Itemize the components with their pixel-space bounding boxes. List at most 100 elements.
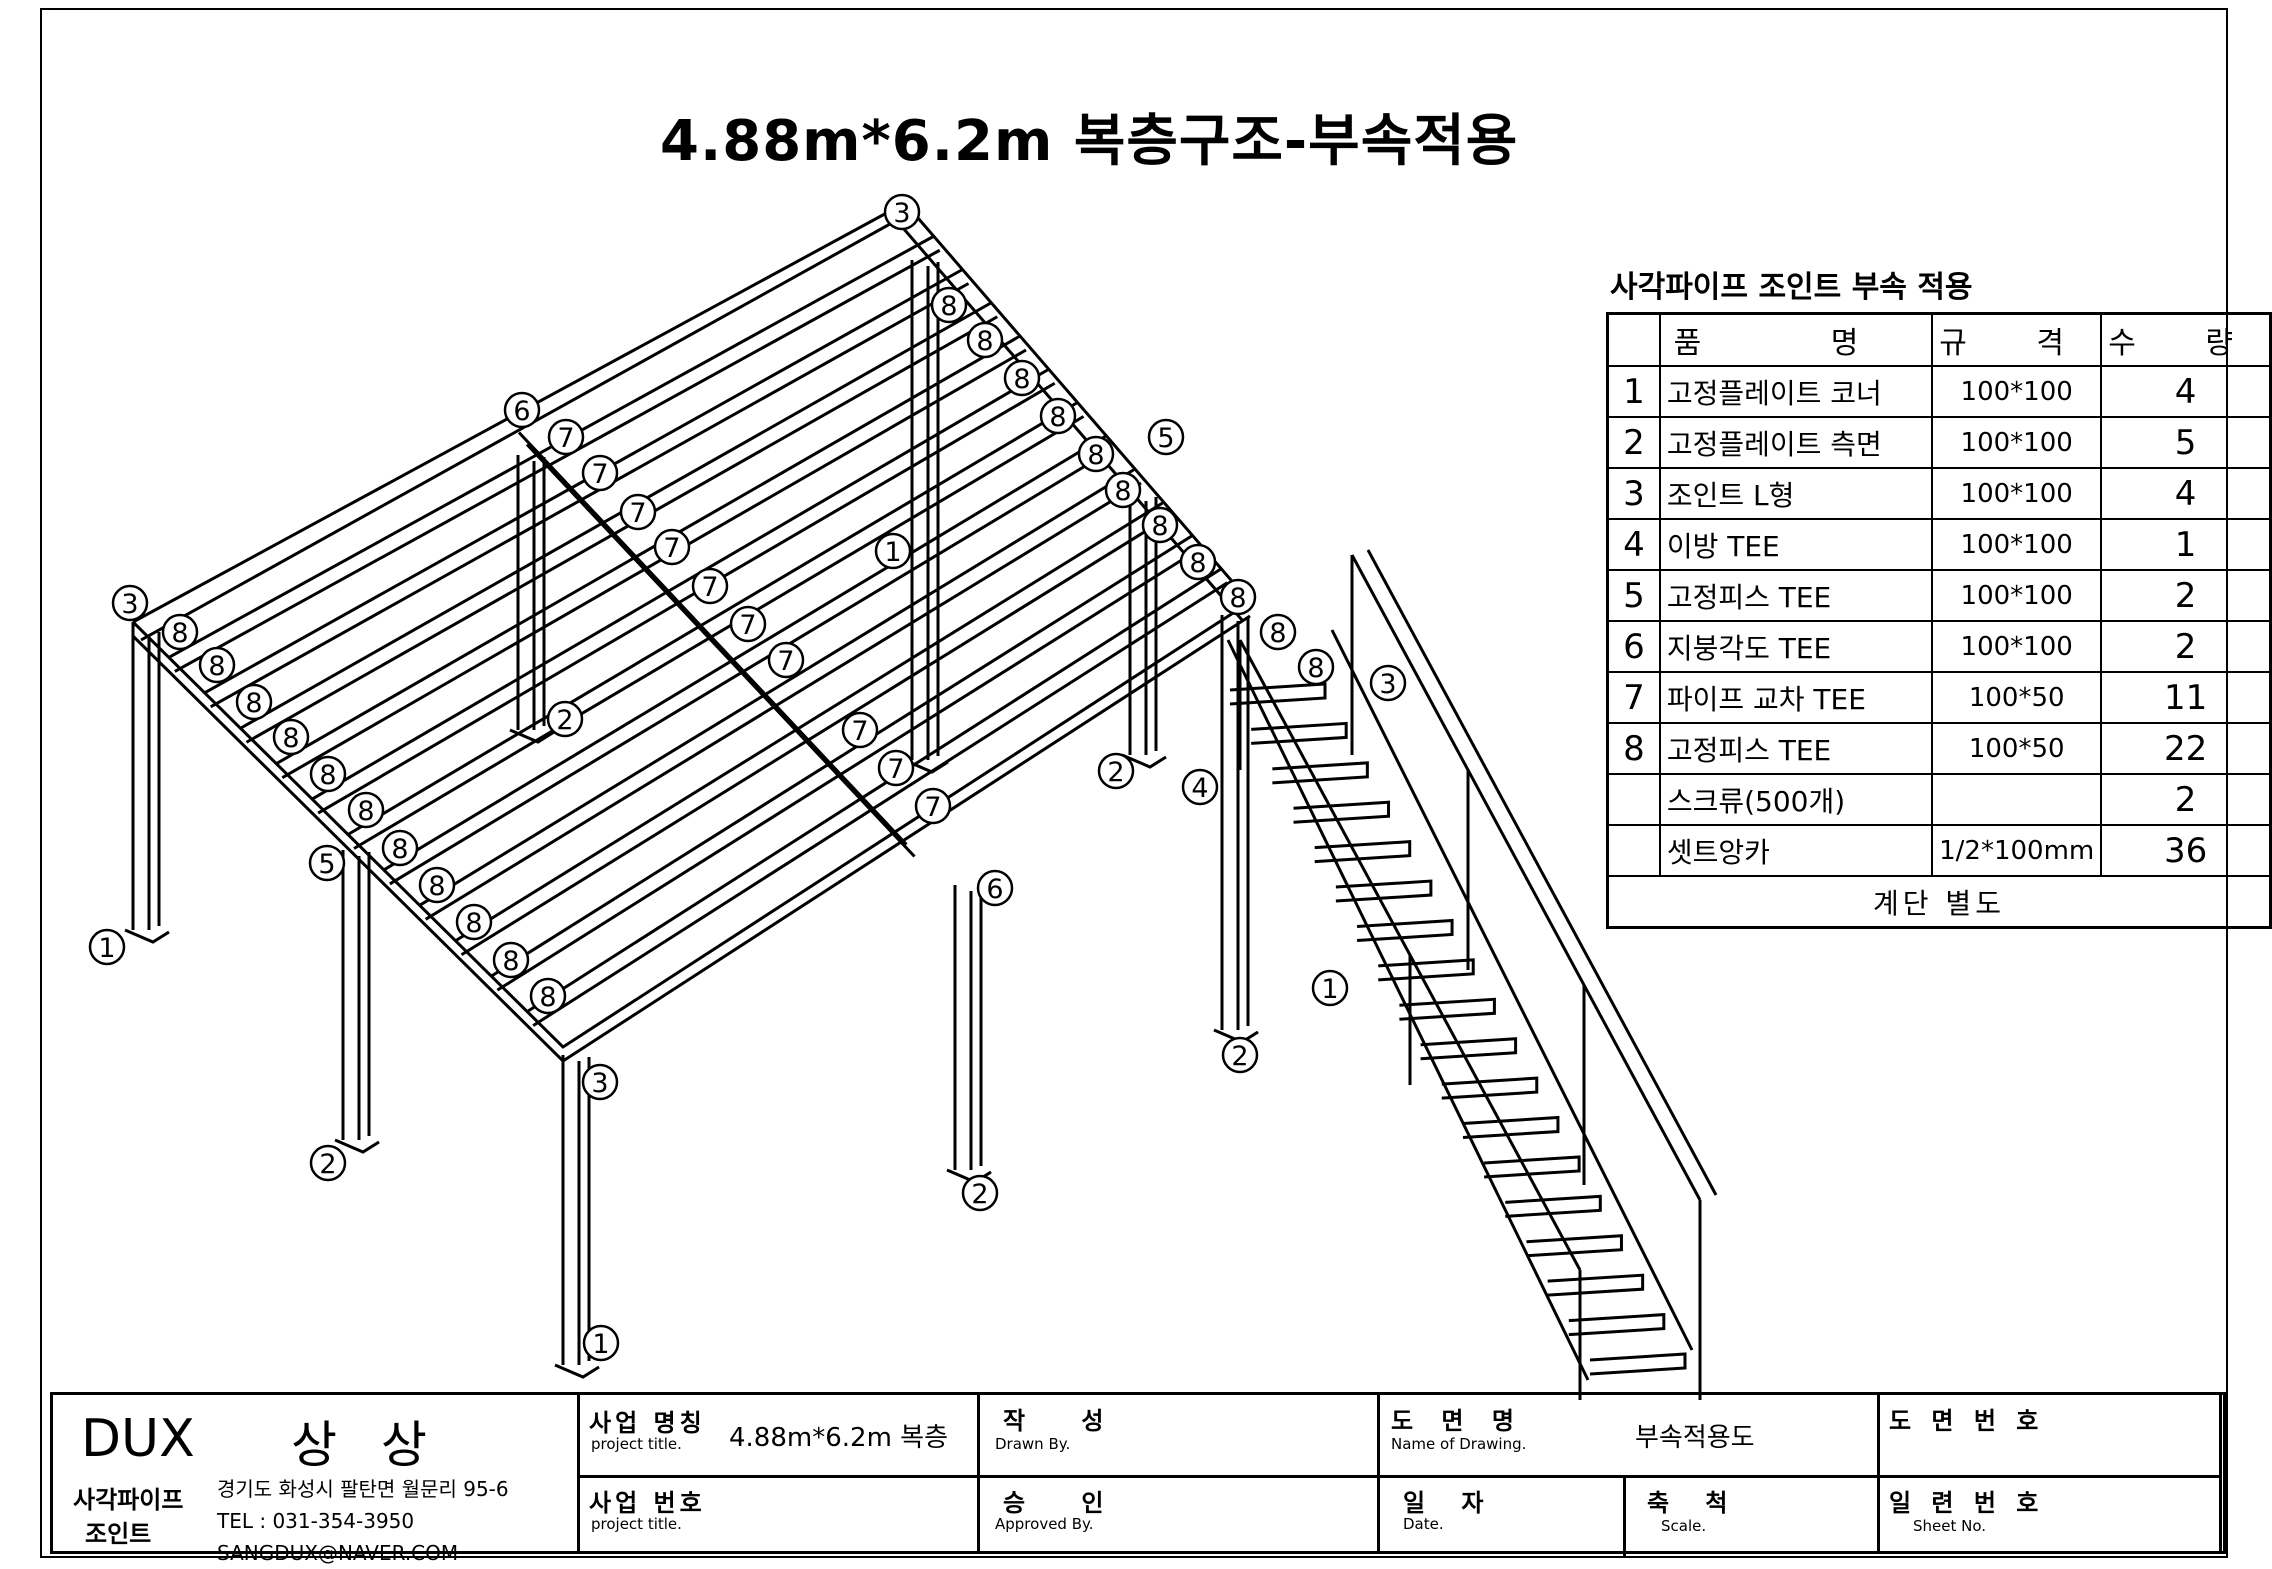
callout-marker: 8 <box>381 829 419 867</box>
base-plate <box>1121 753 1167 769</box>
callout-circle <box>1003 359 1041 397</box>
joist <box>239 301 992 730</box>
callout-circle <box>88 928 126 966</box>
bom-item-qty: 2 <box>2100 620 2272 673</box>
callout-marker: 8 <box>309 755 347 793</box>
stair-tread <box>1441 1076 1539 1100</box>
callout-marker: 1 <box>88 928 126 966</box>
callout-marker: 8 <box>529 977 567 1015</box>
callout-number: 3 <box>591 1068 608 1099</box>
callout-circle <box>529 977 567 1015</box>
callout-circle <box>235 683 273 721</box>
joist <box>203 268 964 695</box>
joist-edge <box>245 315 998 744</box>
callout-marker: 7 <box>841 711 879 749</box>
callout-circle <box>1259 613 1297 651</box>
callout-number: 8 <box>1307 653 1324 684</box>
callout-number: 8 <box>1114 476 1131 507</box>
callout-marker: 8 <box>455 903 493 941</box>
callout-marker: 1 <box>874 532 912 570</box>
bom-item-no <box>1606 824 1661 877</box>
callout-circle <box>1297 648 1335 686</box>
bom-item-spec: 1/2*100mm <box>1931 824 2103 877</box>
bom-header-row: 품 명 규 격 수 량 <box>1606 312 2272 367</box>
callout-number: 7 <box>851 716 868 747</box>
callout-marker: 7 <box>877 749 915 787</box>
stair-tread <box>1568 1312 1666 1337</box>
callout-circle <box>930 286 968 324</box>
joist <box>418 467 1136 907</box>
project-name-value: 4.88m*6.2m 복층 <box>729 1423 948 1453</box>
bom-item-spec: 100*100 <box>1931 365 2103 418</box>
stair-tread <box>1335 879 1433 903</box>
callout-marker: 5 <box>308 844 346 882</box>
callout-number: 1 <box>1321 974 1338 1005</box>
callout-marker: 8 <box>198 646 236 684</box>
approved-sub: Approved By. <box>995 1515 1094 1533</box>
bom-item-no: 8 <box>1606 722 1661 775</box>
divider <box>577 1395 580 1551</box>
callout-number: 8 <box>502 946 519 977</box>
perimeter-beam-top <box>131 201 1253 1049</box>
callout-circle <box>347 791 385 829</box>
callout-number: 7 <box>629 498 646 529</box>
joist-edge <box>460 514 1171 957</box>
callout-circle <box>1179 543 1217 581</box>
callout-marker: 5 <box>1147 418 1185 456</box>
callout-circle <box>653 528 691 566</box>
drawing-no-label: 도 면 번 호 <box>1889 1407 2045 1435</box>
callout-number: 2 <box>1231 1041 1248 1072</box>
bom-row: 스크류(500개)2 <box>1606 773 2272 826</box>
scale-sub: Scale. <box>1661 1517 1707 1535</box>
callout-number: 7 <box>591 459 608 490</box>
callout-number: 6 <box>986 874 1003 905</box>
callout-marker: 3 <box>581 1063 619 1101</box>
callout-number: 2 <box>971 1179 988 1210</box>
bom-header-no <box>1606 312 1661 367</box>
drawing-name-label: 도 면 명 <box>1391 1407 1524 1435</box>
callout-marker: 7 <box>914 787 952 825</box>
callout-circle <box>581 1063 619 1101</box>
company-tel: TEL : 031-354-3950 <box>217 1509 415 1533</box>
bom-item-name: 지붕각도 TEE <box>1658 620 1934 673</box>
stair-tread <box>1314 840 1412 864</box>
callout-number: 8 <box>357 796 374 827</box>
stair-tread <box>1378 958 1475 982</box>
bom-item-spec: 100*100 <box>1931 518 2103 571</box>
callout-circle <box>1077 435 1115 473</box>
bom-item-spec: 100*100 <box>1931 467 2103 520</box>
project-no-sub: project title. <box>591 1515 682 1533</box>
callout-number: 7 <box>701 572 718 603</box>
callout-circle <box>691 567 729 605</box>
callout-circle <box>1181 768 1219 806</box>
callout-number: 3 <box>121 589 138 620</box>
stair-tread <box>1462 1115 1560 1140</box>
bom-item-qty: 5 <box>2100 416 2272 469</box>
callout-marker: 7 <box>767 641 805 679</box>
callout-circle <box>874 532 912 570</box>
bom-item-no: 2 <box>1606 416 1661 469</box>
bom-item-qty: 36 <box>2100 824 2272 877</box>
callout-markers: 3888885888888367777777777122438888888888… <box>88 193 1407 1362</box>
callout-number: 8 <box>1189 548 1206 579</box>
sheet-no-label: 일 련 번 호 <box>1889 1489 2045 1517</box>
joist-edge <box>281 348 1027 779</box>
callout-marker: 7 <box>729 605 767 643</box>
title-block: DUX 상 상 사각파이프 조인트 경기도 화성시 팔탄면 월문리 95-6 T… <box>50 1392 2226 1565</box>
divider <box>1623 1475 1626 1557</box>
callout-number: 8 <box>171 618 188 649</box>
drawing-name-value: 부속적용도 <box>1635 1423 1755 1453</box>
callout-circle <box>966 321 1004 359</box>
bom-item-name: 조인트 L형 <box>1658 467 1934 520</box>
callout-circle <box>1141 506 1179 544</box>
callout-number: 1 <box>592 1329 609 1360</box>
joist <box>526 567 1223 1013</box>
callout-circle <box>161 613 199 651</box>
callout-circle <box>111 584 149 622</box>
bom-item-spec: 100*100 <box>1931 569 2103 622</box>
callout-number: 8 <box>976 326 993 357</box>
divider <box>577 1475 2219 1478</box>
